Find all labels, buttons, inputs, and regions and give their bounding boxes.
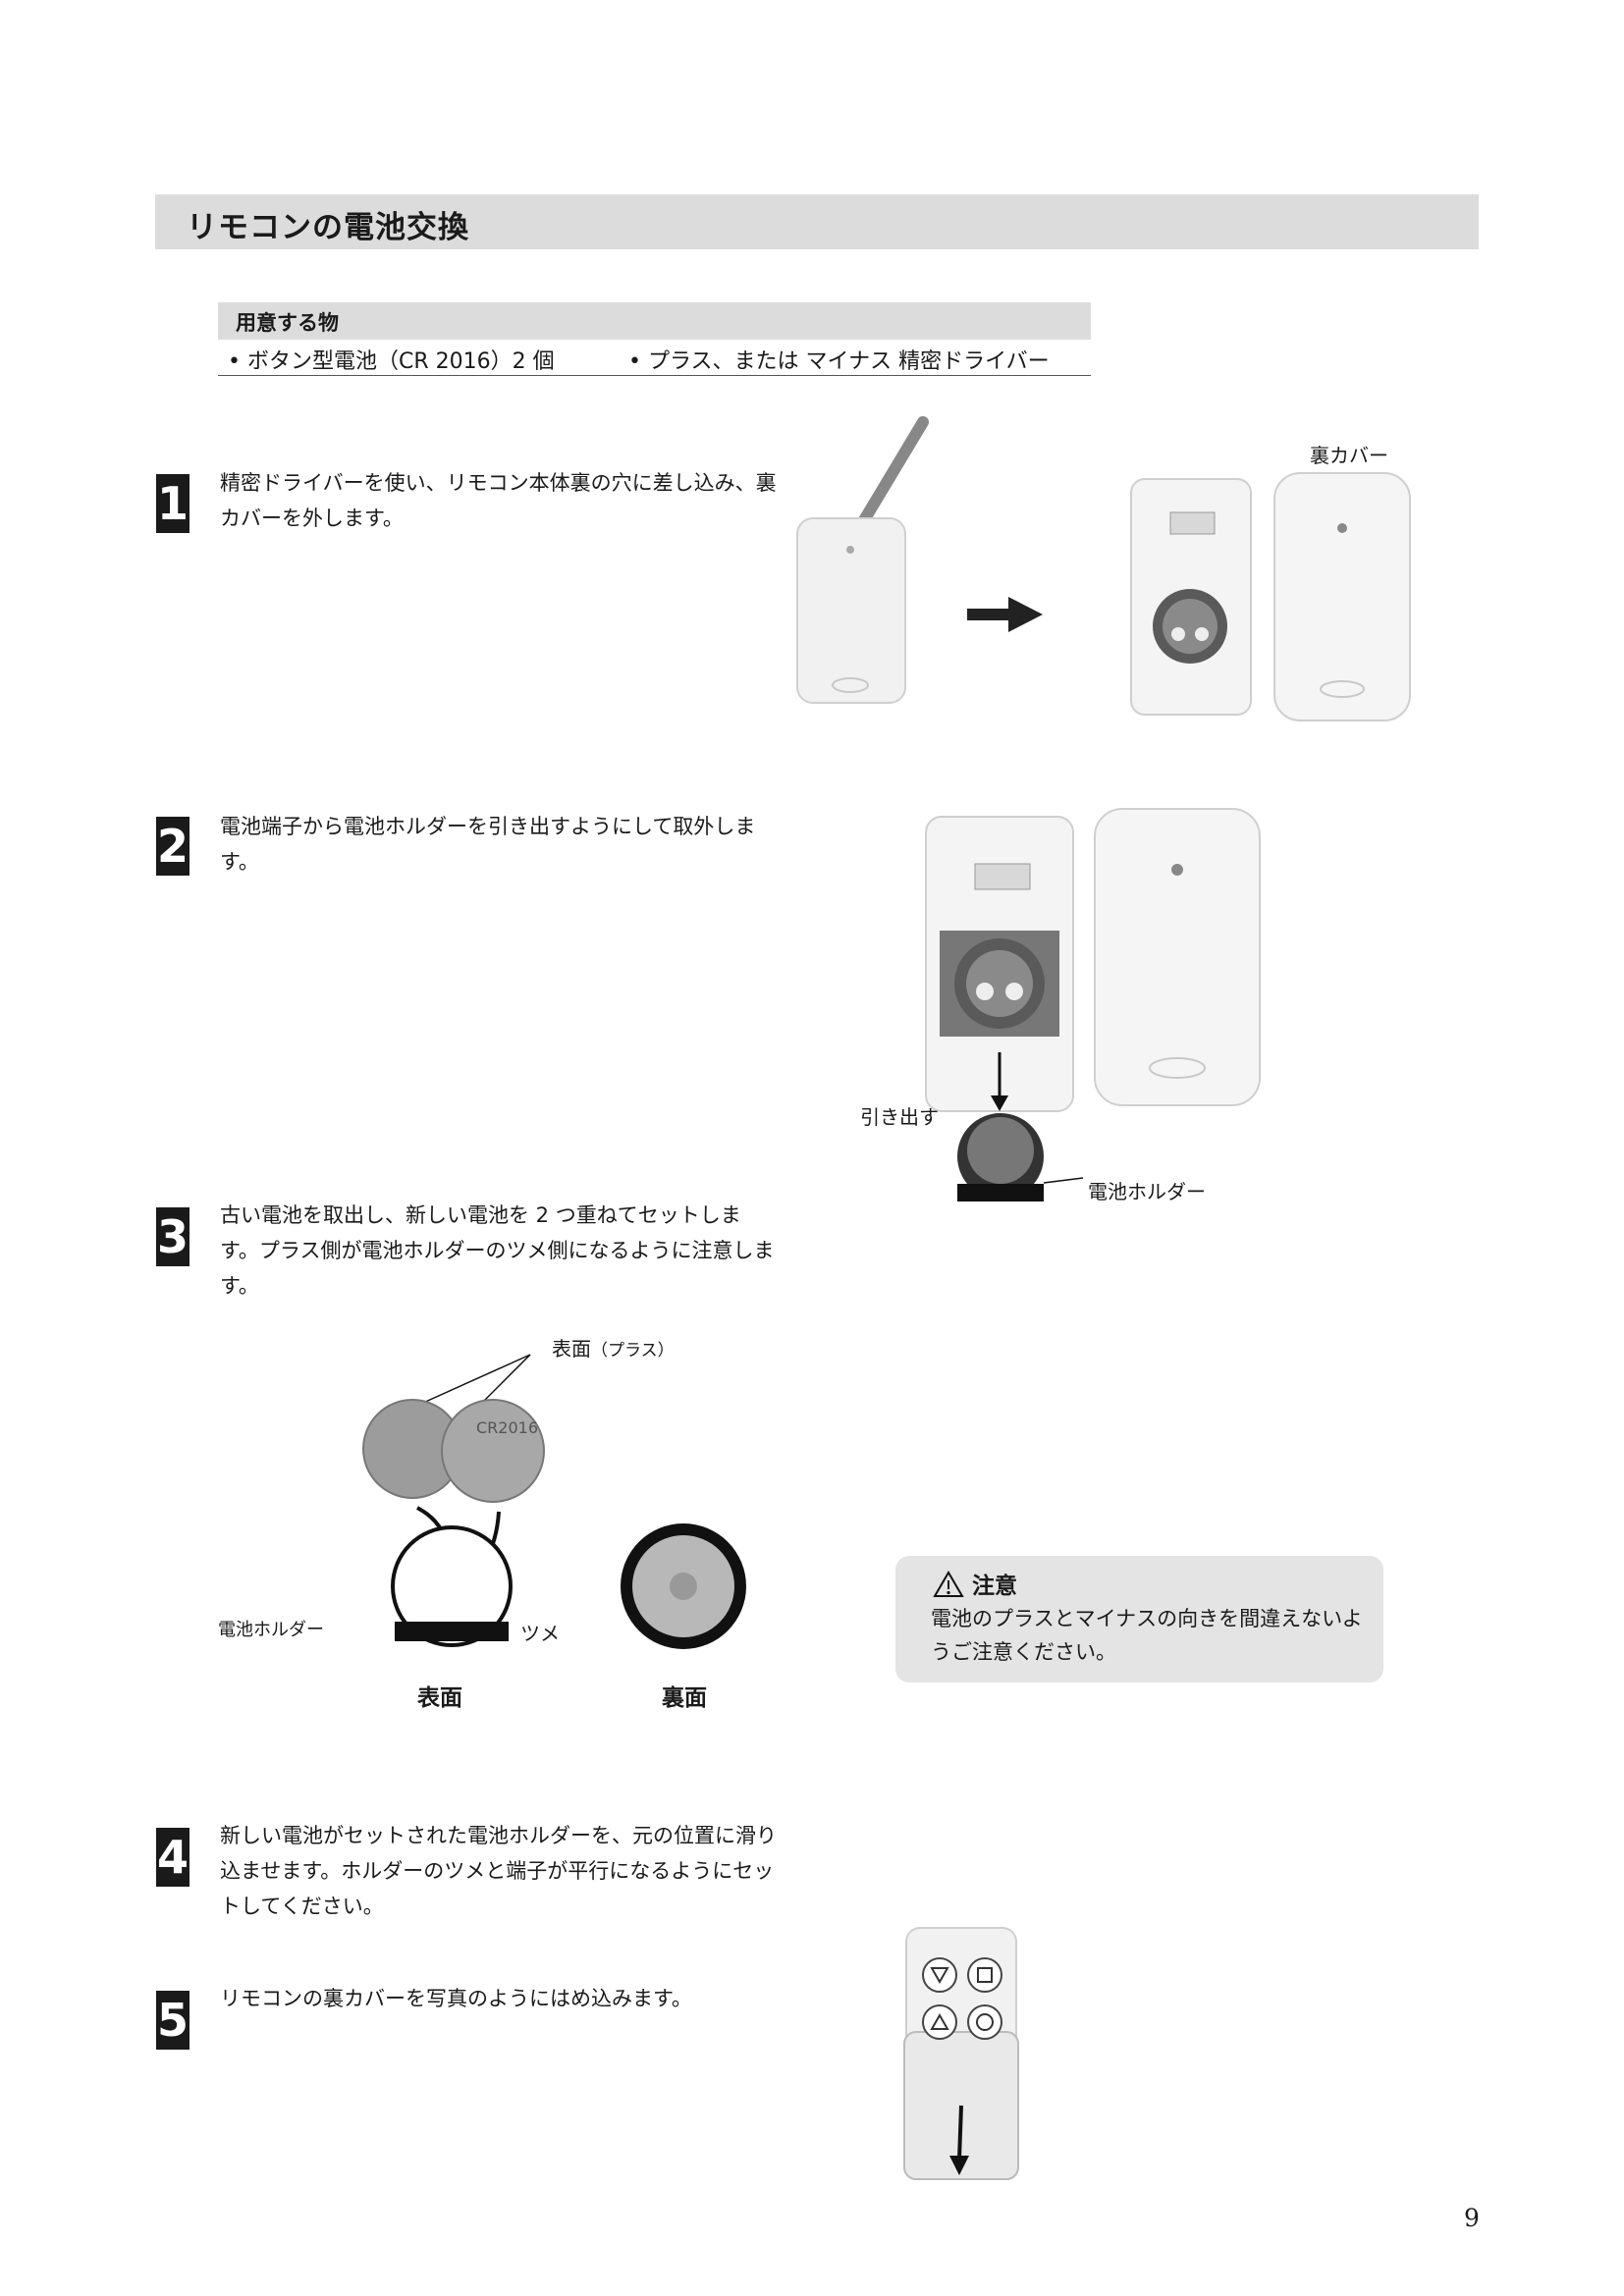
- step-1-text: 精密ドライバーを使い、リモコン本体裏の穴に差し込み、裏カバーを外します。: [220, 471, 777, 530]
- step-2-number: 2: [156, 817, 189, 876]
- page-title: リモコンの電池交換: [187, 210, 469, 245]
- battery-holder-label-2: 電池ホルダー: [218, 1620, 324, 1640]
- back-label: 裏面: [662, 1685, 707, 1711]
- preparation-item-screwdriver: • プラス、または マイナス 精密ドライバー: [628, 349, 1050, 374]
- front-label: 表面: [417, 1685, 462, 1711]
- back-cover-label: 裏カバー: [1310, 444, 1388, 467]
- step-5-number: 5: [156, 1991, 189, 2050]
- preparation-header: [218, 302, 1091, 340]
- front-plus-label: 表面（プラス）: [552, 1337, 675, 1361]
- step-4-text: 新しい電池がセットされた電池ホルダーを、元の位置に滑り込ませます。ホルダーのツメ…: [220, 1824, 777, 1918]
- step-2-illustration: [925, 808, 1261, 1201]
- title-bar: [155, 194, 1479, 249]
- pull-out-label: 引き出す: [860, 1105, 939, 1129]
- step-3-text: 古い電池を取出し、新しい電池を 2 つ重ねてセットします。プラス側が電池ホルダー…: [220, 1203, 775, 1298]
- step-1-number: 1: [156, 474, 189, 533]
- page-number: 9: [1464, 2204, 1480, 2232]
- step-5-text: リモコンの裏カバーを写真のようにはめ込みます。: [220, 1987, 692, 2010]
- warning-icon: [933, 1571, 964, 1597]
- step-2-text: 電池端子から電池ホルダーを引き出すようにして取外します。: [220, 815, 756, 874]
- preparation-divider: [218, 375, 1091, 376]
- preparation-item-battery: • ボタン型電池（CR 2016）2 個: [228, 349, 555, 374]
- caution-title: 注意: [972, 1574, 1017, 1599]
- step-1-illustration: [796, 416, 1411, 721]
- tab-label: ツメ: [520, 1622, 560, 1645]
- step-5-illustration: [903, 1927, 1019, 2180]
- step-4-number: 4: [156, 1828, 189, 1887]
- caution-box: [895, 1556, 1383, 1682]
- step-3-number: 3: [156, 1207, 189, 1266]
- battery-holder-label: 電池ホルダー: [1088, 1180, 1206, 1203]
- caution-body: 電池のプラスとマイナスの向きを間違えないようご注意ください。: [931, 1607, 1363, 1664]
- step-3-illustration: CR2016: [362, 1354, 746, 1649]
- preparation-heading: 用意する物: [236, 311, 339, 335]
- coin-label: CR2016: [476, 1418, 538, 1437]
